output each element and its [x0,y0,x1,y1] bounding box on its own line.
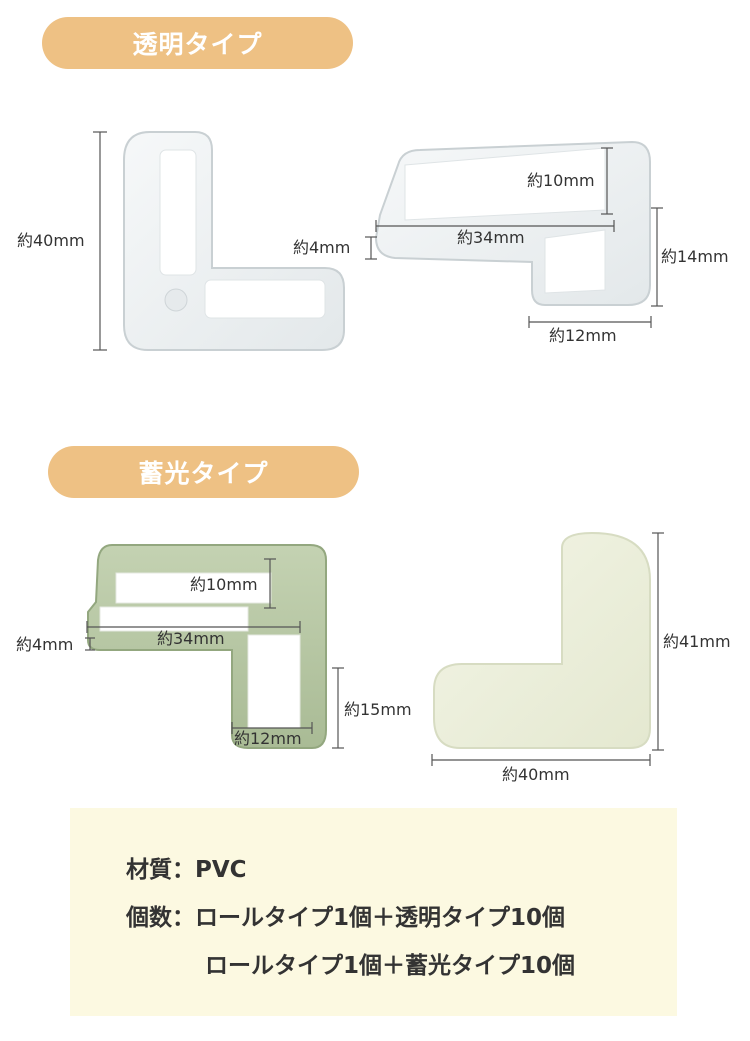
quantity-line-2: ロールタイプ1個＋蓄光タイプ10個 [205,953,576,979]
clear-corner-guard-front [123,131,345,351]
clear-right-height-label: 約14mm [661,247,729,266]
quantity-line-1: ロールタイプ1個＋透明タイプ10個 [195,905,566,931]
clear-right-length-label: 約34mm [457,228,525,247]
clear-right-thickness-label: 約4mm [293,238,351,257]
quantity-row-2: ロールタイプ1個＋蓄光タイプ10個 [205,946,575,980]
quantity-row: 個数：ロールタイプ1個＋透明タイプ10個 [126,898,565,932]
glow-type-title: 蓄光タイプ [138,459,269,488]
material-row: 材質：PVC [126,850,247,884]
clear-right-width-label: 約12mm [549,326,617,345]
clear-right-inner-label: 約10mm [527,171,595,190]
quantity-label: 個数： [126,905,195,931]
glow-right-width-label: 約40mm [502,765,570,784]
glow-corner-guard-green [87,544,327,749]
material-label: 材質： [126,857,195,883]
glow-left-thickness-label: 約4mm [16,635,74,654]
spec-box: 材質：PVC 個数：ロールタイプ1個＋透明タイプ10個 ロールタイプ1個＋蓄光タ… [70,808,677,1016]
glow-left-height-label: 約15mm [344,700,412,719]
dimension-lines [85,131,664,766]
glow-corner-guard-cream [433,531,651,749]
clear-type-header: 透明タイプ [42,17,353,69]
glow-type-header: 蓄光タイプ [48,446,359,498]
glow-left-length-label: 約34mm [157,629,225,648]
material-value: PVC [195,857,247,883]
clear-corner-guard-side [374,140,651,306]
glow-left-width-label: 約12mm [234,729,302,748]
clear-type-title: 透明タイプ [132,30,263,59]
glow-left-inner-label: 約10mm [190,575,258,594]
clear-left-height-label: 約40mm [17,231,85,250]
glow-right-height-label: 約41mm [663,632,731,651]
